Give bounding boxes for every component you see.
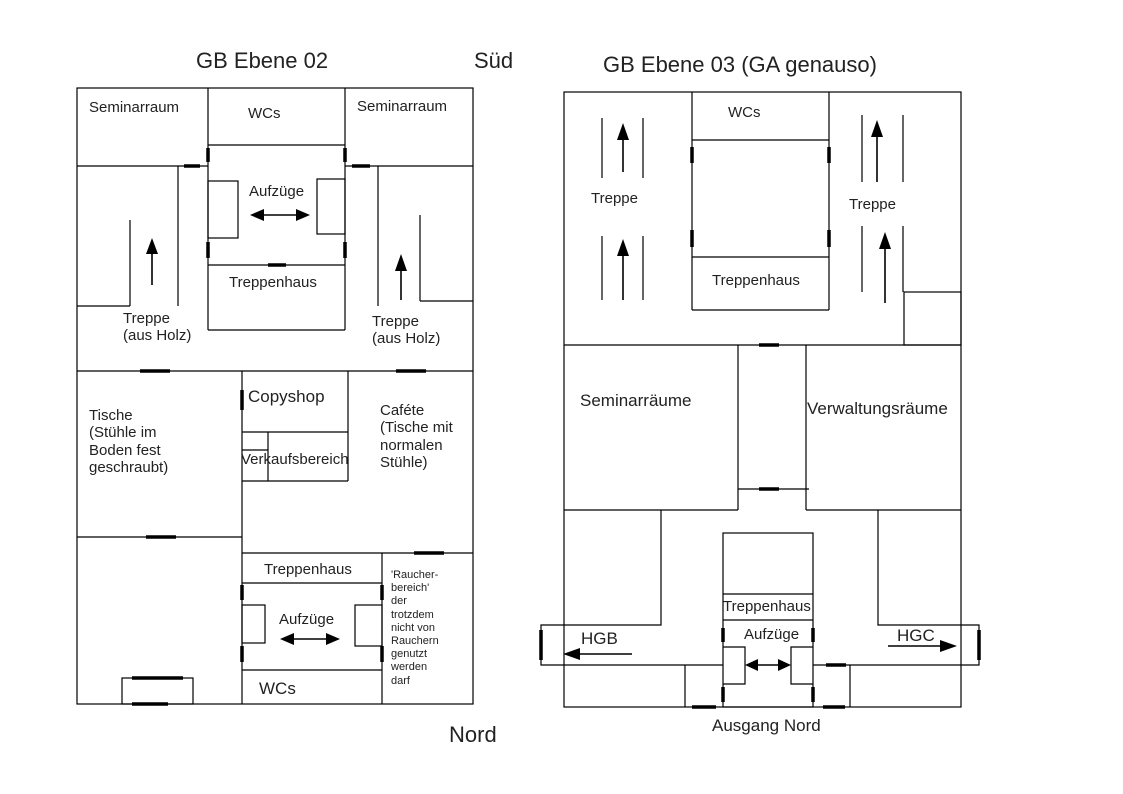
level03-arrows — [563, 120, 957, 671]
level03-doors — [539, 147, 981, 709]
hgc-label: HGC — [897, 626, 935, 645]
elevator-car-left-bottom — [241, 604, 266, 644]
level03-stairwell-top: Treppenhaus — [712, 272, 800, 289]
south-label: Süd — [474, 48, 514, 73]
level03-stairs-right: Treppe — [849, 196, 896, 213]
title-level-03: GB Ebene 03 (GA genauso) — [603, 52, 877, 77]
tables-room: Tische (Stühle im Boden fest geschraubt) — [89, 407, 169, 476]
wcs-top: WCs — [248, 105, 281, 122]
level02-doors — [132, 148, 444, 706]
stairwell-bottom: Treppenhaus — [264, 561, 352, 578]
seminar-rooms: Seminarräume — [580, 391, 692, 410]
stairs-left: Treppe (aus Holz) — [123, 310, 192, 345]
plan-level-03 — [539, 91, 981, 709]
level03-elevators: Aufzüge — [744, 626, 800, 643]
elevators-top: Aufzüge — [249, 183, 305, 200]
stairs-right: Treppe (aus Holz) — [372, 313, 441, 348]
plan-level-02 — [76, 87, 474, 706]
north-label: Nord — [449, 722, 497, 747]
seminar-room-left: Seminarraum — [89, 99, 180, 116]
hgb-label: HGB — [581, 629, 618, 648]
sales-area: Verkaufsbereich — [241, 451, 349, 468]
wcs-bottom: WCs — [259, 679, 296, 698]
seminar-room-right: Seminarraum — [357, 98, 448, 115]
stairwell-top: Treppenhaus — [229, 274, 317, 291]
exit-north-label: Ausgang Nord — [712, 716, 821, 735]
elevator-car-left-top — [207, 180, 239, 239]
level02-outline — [76, 87, 474, 705]
level03-stairwell-bottom: Treppenhaus — [723, 598, 811, 615]
level02-arrows — [146, 209, 407, 645]
level03-stairs-left: Treppe — [591, 190, 638, 207]
cafe: Caféte (Tische mit normalen Stühle) — [380, 402, 453, 471]
copyshop: Copyshop — [248, 387, 325, 406]
smoking-area: 'Raucher- bereich' der trotzdem nicht vo… — [391, 569, 439, 687]
elevators-bottom: Aufzüge — [279, 611, 335, 628]
elevator-car-right-bottom — [354, 604, 383, 647]
level03-wcs: WCs — [728, 104, 761, 121]
admin-rooms: Verwaltungsräume — [807, 399, 948, 418]
title-level-02: GB Ebene 02 — [196, 48, 329, 73]
elevator-car-right-top — [316, 178, 346, 235]
